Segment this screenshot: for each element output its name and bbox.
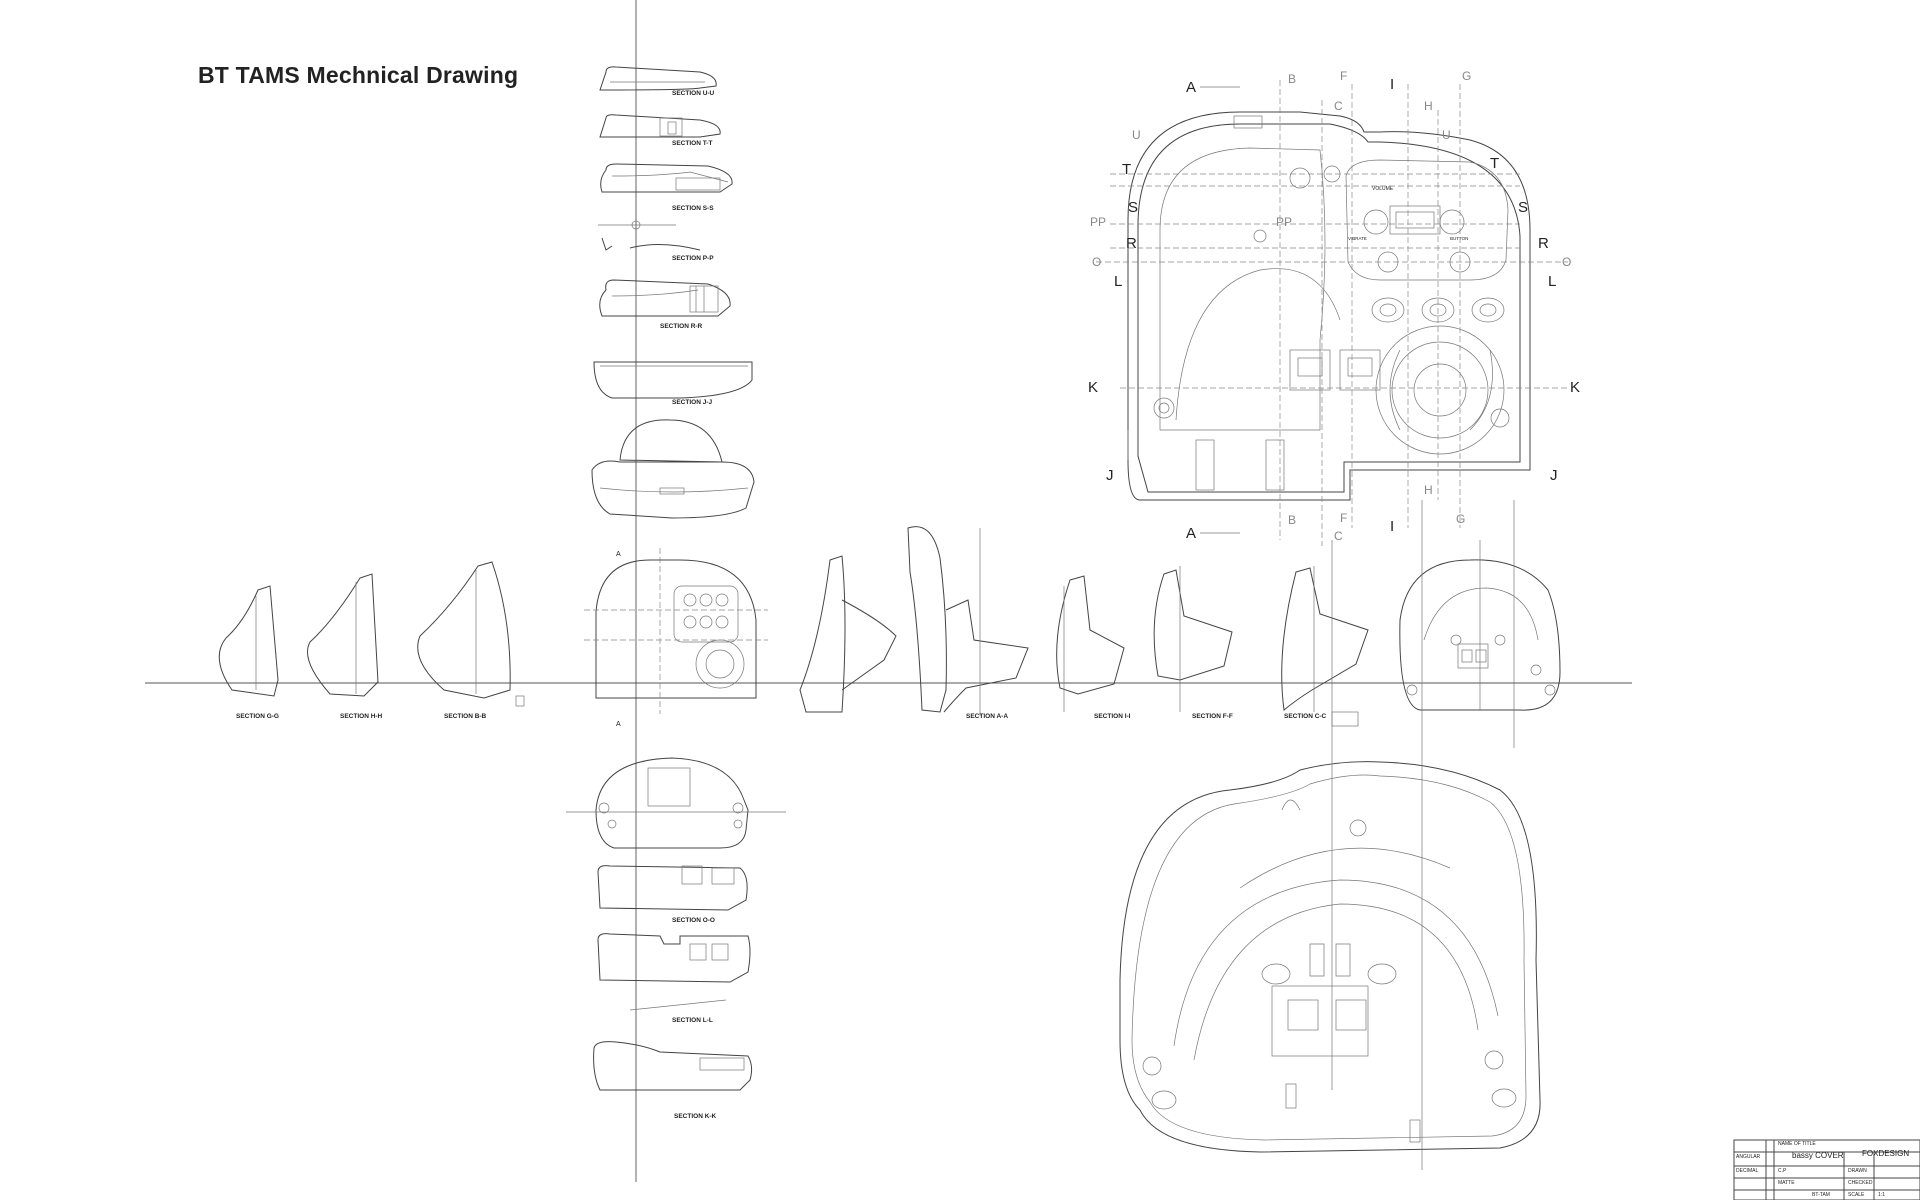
title-block-scale-value: 1:1 (1878, 1192, 1885, 1198)
title-block-checked-label: CHECKED (1848, 1180, 1873, 1186)
main-rear-view (1119, 500, 1541, 1170)
svg-text:L: L (1548, 273, 1556, 290)
svg-text:O: O (1562, 255, 1571, 269)
button-label: BUTTON (1450, 236, 1468, 241)
svg-text:PP: PP (1276, 215, 1292, 229)
svg-text:K: K (1088, 379, 1098, 396)
svg-text:K: K (1570, 379, 1580, 396)
section-u-u-label: SECTION U-U (672, 90, 715, 97)
svg-text:F: F (1340, 511, 1347, 525)
section-s-s-view: SECTION S-S (600, 163, 733, 212)
section-u-u-view: SECTION U-U (599, 66, 717, 97)
svg-text:S: S (1518, 199, 1528, 216)
title-block-drawn-label: DRAWN (1848, 1168, 1867, 1174)
main-plan-cut-markers: A A B B C C F F I I G G H H U U T T S S … (1088, 69, 1580, 543)
section-o-o-label: SECTION O-O (672, 917, 715, 924)
svg-text:PP: PP (1090, 215, 1106, 229)
title-block-decimal-label: DECIMAL (1736, 1168, 1758, 1174)
section-r-r-view: SECTION R-R (599, 279, 731, 330)
section-k-k-label: SECTION K-K (674, 1113, 717, 1120)
section-i-i-label: SECTION I-I (1094, 713, 1131, 720)
section-l-l-label: SECTION L-L (672, 1017, 713, 1024)
section-i-i-view: SECTION I-I (1056, 575, 1131, 720)
section-b-b-view: SECTION B-B (417, 561, 525, 720)
section-t-t-label: SECTION T-T (672, 140, 712, 147)
svg-text:U: U (1442, 128, 1451, 142)
small-rear-view (1399, 540, 1561, 711)
main-plan-view: VOLUME VIBRATE BUTTON (1096, 80, 1568, 546)
section-g-g-label: SECTION G-G (236, 713, 279, 720)
page-title: BT TAMS Mechnical Drawing (198, 62, 519, 88)
svg-text:A: A (1186, 79, 1196, 96)
section-c-c-label: SECTION C-C (1284, 713, 1327, 720)
section-j-j-label: SECTION J-J (672, 399, 712, 406)
title-block-finish: MATTE (1778, 1180, 1795, 1186)
title-block: NAME OF TITLE bassy COVER FOXDESIGN ANGU… (1733, 1139, 1920, 1200)
svg-text:G: G (1456, 512, 1465, 526)
title-block-scale-label: SCALE (1848, 1192, 1865, 1198)
title-block-name-label: NAME OF TITLE (1778, 1141, 1816, 1147)
section-f-f-view: SECTION F-F (1153, 566, 1233, 720)
section-k-k-view: SECTION K-K (593, 1041, 753, 1120)
section-h-h-label: SECTION H-H (340, 713, 383, 720)
section-b-b-label: SECTION B-B (444, 713, 487, 720)
section-o-o-view: SECTION O-O (597, 865, 748, 924)
svg-text:G: G (1462, 69, 1471, 83)
svg-text:I: I (1390, 518, 1394, 535)
vibrate-label: VIBRATE (1348, 236, 1367, 241)
section-pp-label: SECTION P-P (672, 255, 714, 262)
volume-label: VOLUME (1372, 186, 1394, 192)
section-c-c-side-view (799, 555, 897, 713)
svg-text:I: I (1390, 76, 1394, 93)
title-block-material: C.P (1778, 1168, 1787, 1174)
section-h-h-view: SECTION H-H (307, 573, 383, 720)
svg-text:H: H (1424, 483, 1433, 497)
svg-text:S: S (1128, 199, 1138, 216)
svg-text:A: A (1186, 525, 1196, 542)
section-r-r-label: SECTION R-R (660, 323, 703, 330)
section-c-c-view: SECTION C-C (1281, 566, 1369, 727)
svg-text:A: A (616, 721, 621, 728)
svg-text:B: B (1288, 72, 1296, 86)
front-dome-view (591, 419, 755, 519)
svg-text:C: C (1334, 529, 1343, 543)
svg-text:T: T (1122, 161, 1131, 178)
svg-text:T: T (1490, 155, 1499, 172)
title-block-model: BT-TAM (1812, 1192, 1830, 1198)
small-plan-view: A A (584, 548, 768, 728)
svg-text:U: U (1132, 128, 1141, 142)
svg-text:J: J (1550, 467, 1558, 484)
svg-text:A: A (616, 551, 621, 558)
section-a-a-label: SECTION A-A (966, 713, 1008, 720)
svg-text:R: R (1538, 235, 1549, 252)
section-j-j-view: SECTION J-J (593, 361, 753, 406)
section-t-t-view: SECTION T-T (599, 114, 721, 147)
section-s-s-label: SECTION S-S (672, 205, 714, 212)
svg-text:J: J (1106, 467, 1114, 484)
title-block-part-name: bassy COVER (1792, 1151, 1844, 1160)
svg-text:R: R (1126, 235, 1137, 252)
title-block-angular-label: ANGULAR (1736, 1154, 1761, 1160)
section-a-a-view: SECTION A-A (907, 526, 1029, 720)
title-block-company: FOXDESIGN (1862, 1149, 1909, 1158)
svg-text:B: B (1288, 513, 1296, 527)
svg-text:C: C (1334, 99, 1343, 113)
svg-text:H: H (1424, 99, 1433, 113)
section-g-g-view: SECTION G-G (218, 585, 279, 720)
svg-text:L: L (1114, 273, 1122, 290)
section-pp-view: SECTION P-P (598, 220, 714, 262)
svg-text:F: F (1340, 69, 1347, 83)
svg-text:O: O (1092, 255, 1101, 269)
section-l-l-view: SECTION L-L (597, 933, 751, 1024)
section-f-f-label: SECTION F-F (1192, 713, 1233, 720)
rear-cover-view (566, 757, 786, 849)
center-axes (145, 0, 1632, 1182)
